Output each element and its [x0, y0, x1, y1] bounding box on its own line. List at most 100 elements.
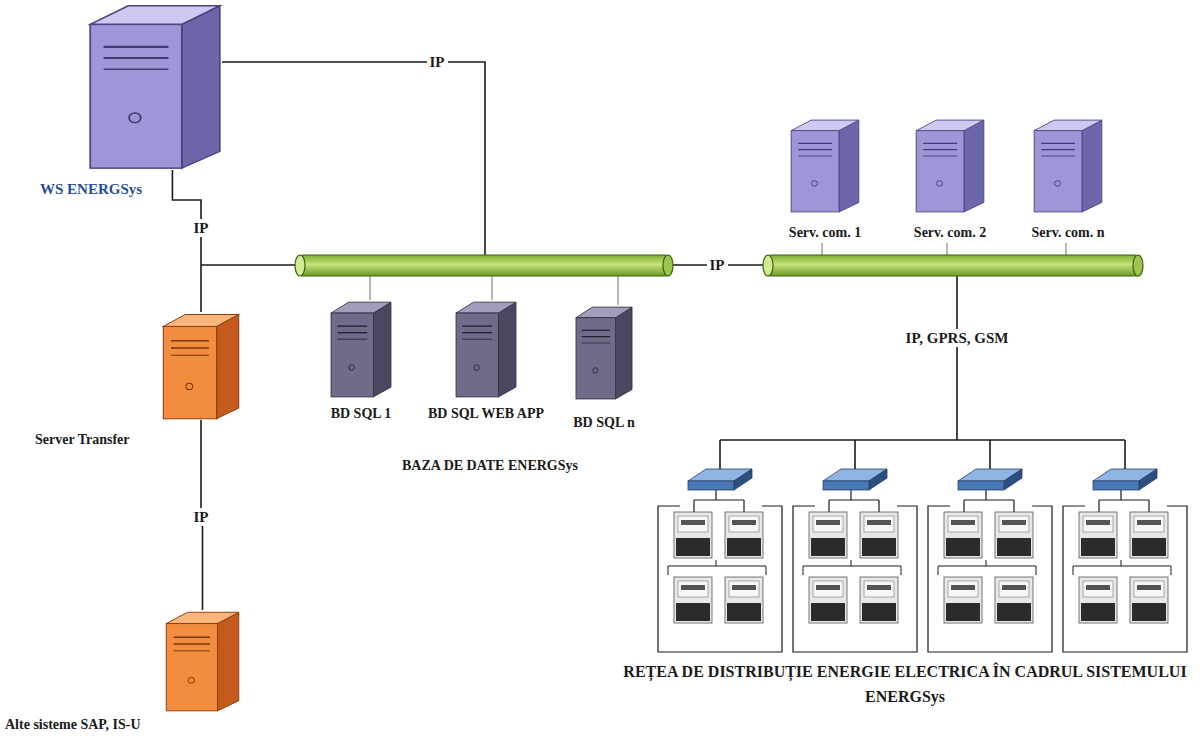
server-front — [90, 24, 182, 168]
meter-body — [995, 512, 1033, 558]
concentrator-side — [734, 469, 752, 490]
server-front — [576, 318, 616, 399]
ip-link-line — [222, 62, 485, 256]
concentrator-side — [1139, 469, 1157, 490]
meter-terminal — [997, 603, 1031, 621]
meter-wire — [829, 489, 879, 512]
meter-group — [793, 440, 917, 652]
server-slot — [462, 339, 492, 340]
meter-wire — [1073, 560, 1171, 575]
meter-terminal — [1132, 538, 1166, 556]
meter-terminal — [862, 538, 896, 556]
meter-display — [1086, 520, 1110, 525]
meter-wire — [668, 560, 766, 575]
meter-display — [951, 585, 975, 590]
server-icon — [165, 610, 240, 712]
meter-window — [864, 516, 894, 532]
meter-body — [809, 512, 847, 558]
meter-display — [1137, 585, 1161, 590]
server-top — [916, 120, 984, 131]
meter-group — [928, 440, 1052, 652]
meter-terminal — [946, 603, 980, 621]
meter-window — [1083, 581, 1113, 597]
meter-terminal — [676, 538, 710, 556]
meter-terminal — [1132, 603, 1166, 621]
server-slot — [798, 143, 832, 144]
server-node: Serv. com. 1 — [790, 118, 860, 213]
meter-body — [1130, 577, 1168, 623]
electricity-meter — [1130, 577, 1168, 623]
server-button — [936, 181, 942, 186]
server-slot — [1041, 143, 1075, 144]
concentrator-front — [688, 481, 734, 490]
electricity-meter — [674, 577, 712, 623]
meter-display — [1086, 585, 1110, 590]
server-side — [1082, 120, 1102, 212]
meter-wire — [938, 560, 1036, 575]
meter-window — [813, 581, 843, 597]
meter-terminal — [676, 603, 710, 621]
link-label: IP — [427, 53, 448, 71]
drop-line — [491, 276, 492, 300]
server-icon — [330, 300, 392, 398]
meter-window — [729, 516, 759, 532]
meter-window — [813, 516, 843, 532]
server-top — [1034, 120, 1102, 131]
meter-window — [999, 581, 1029, 597]
server-side — [218, 612, 239, 711]
electricity-meter — [1079, 512, 1117, 558]
server-node: WS ENERGSys — [88, 2, 222, 170]
server-label: BD SQL 1 — [331, 406, 392, 422]
server-icon — [88, 2, 222, 170]
server-button — [1054, 181, 1060, 186]
server-icon — [915, 118, 985, 213]
server-slot — [337, 325, 367, 326]
data-bus — [295, 255, 673, 276]
electricity-meter — [674, 512, 712, 558]
server-slot — [104, 57, 169, 59]
server-side — [217, 314, 239, 418]
electricity-meter — [725, 577, 763, 623]
server-top — [166, 612, 239, 623]
server-side — [182, 6, 220, 168]
electricity-meter — [944, 577, 982, 623]
meter-display — [732, 520, 756, 525]
meter-window — [1083, 516, 1113, 532]
meter-display — [1002, 585, 1026, 590]
electricity-meter — [944, 512, 982, 558]
meter-display — [681, 585, 705, 590]
bus-end — [763, 255, 773, 276]
electricity-meter — [809, 577, 847, 623]
server-side — [498, 302, 516, 397]
concentrator-front — [1093, 481, 1139, 490]
server-button — [188, 677, 195, 683]
electricity-meter — [860, 512, 898, 558]
server-side — [373, 302, 391, 397]
meter-window — [729, 581, 759, 597]
server-slot — [923, 156, 957, 157]
meter-wire — [803, 560, 901, 575]
meter-body — [1079, 577, 1117, 623]
meter-display — [816, 520, 840, 525]
meter-body — [944, 577, 982, 623]
server-slot — [104, 46, 169, 48]
meter-body — [725, 512, 763, 558]
server-button — [349, 365, 354, 371]
server-label: BD SQL n — [573, 415, 634, 431]
drop-line — [369, 276, 370, 300]
meter-window — [948, 581, 978, 597]
server-front — [163, 326, 216, 418]
comm-drop-lines — [822, 243, 1066, 255]
meter-window — [678, 516, 708, 532]
server-side — [839, 120, 859, 212]
meter-window — [678, 581, 708, 597]
electricity-meter — [995, 512, 1033, 558]
server-slot — [337, 332, 367, 333]
meter-group — [658, 440, 782, 652]
server-label: BD SQL WEB APP — [428, 406, 544, 422]
concentrator-front — [958, 481, 1004, 490]
junction-line — [201, 264, 300, 266]
group-bracket — [1063, 506, 1187, 652]
server-label: Serv. com. 2 — [914, 225, 986, 241]
bus-end — [663, 255, 673, 276]
